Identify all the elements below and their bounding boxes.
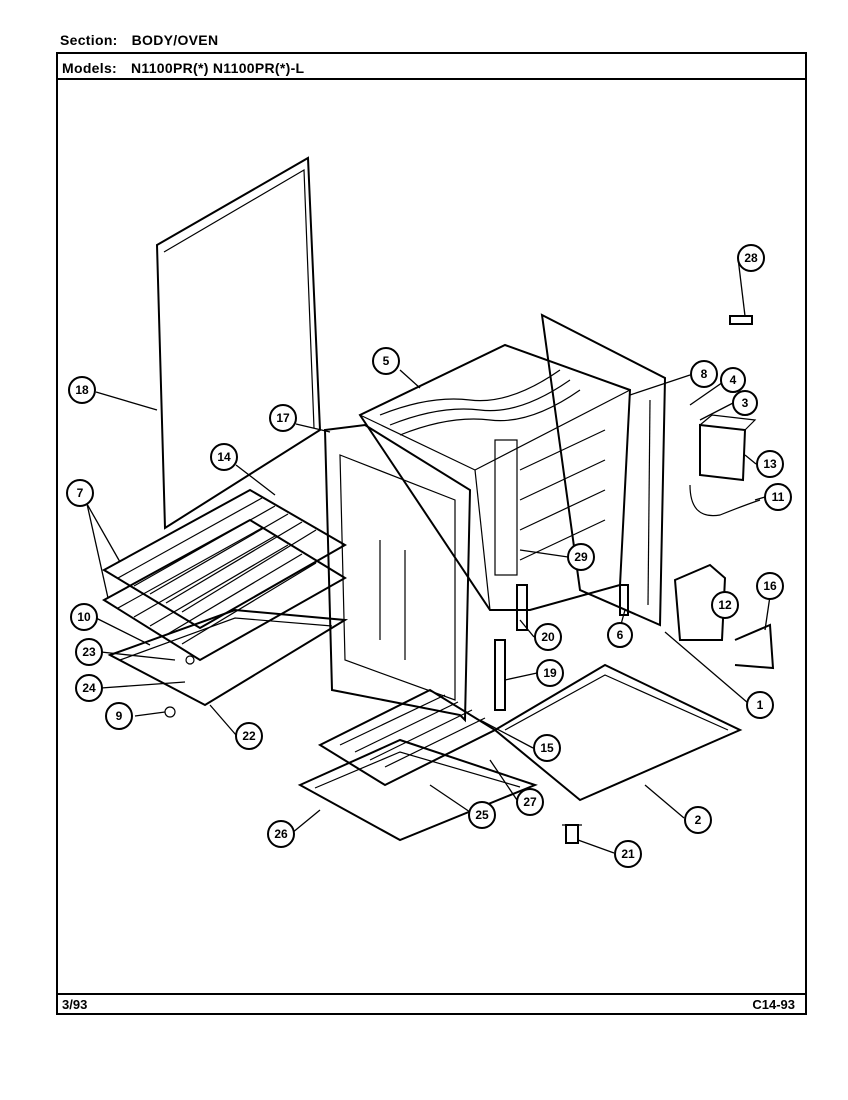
svg-text:1: 1 [757, 698, 764, 712]
section-value: BODY/OVEN [131, 32, 219, 48]
callout-1: 1 [746, 691, 774, 719]
part-clip-small [185, 655, 195, 665]
callout-6: 6 [607, 622, 633, 648]
part-leveling-leg [562, 824, 582, 844]
part-oven-racks [101, 488, 348, 662]
svg-text:14: 14 [217, 450, 231, 464]
svg-text:27: 27 [523, 795, 537, 809]
part-door-panel [155, 156, 322, 530]
callout-12: 12 [711, 591, 739, 619]
part-drawer-pan [107, 608, 349, 707]
callout-25: 25 [468, 801, 496, 829]
svg-text:29: 29 [574, 550, 588, 564]
callout-3: 3 [732, 390, 758, 416]
svg-text:24: 24 [82, 681, 96, 695]
svg-text:3: 3 [742, 396, 749, 410]
footer-date: 3/93 [62, 997, 88, 1012]
svg-text:4: 4 [730, 373, 737, 387]
svg-text:22: 22 [242, 729, 256, 743]
svg-text:15: 15 [540, 741, 554, 755]
models-label: Models: [62, 60, 117, 76]
models-value: N1100PR(*) N1100PR(*)-L [131, 60, 305, 76]
svg-text:26: 26 [274, 827, 288, 841]
part-element-bracket [494, 639, 506, 711]
svg-text:7: 7 [77, 486, 84, 500]
models-line: Models: N1100PR(*) N1100PR(*)-L [62, 60, 304, 76]
svg-text:20: 20 [541, 630, 555, 644]
callout-20: 20 [534, 623, 562, 651]
part-oven-body [358, 343, 632, 611]
footer-code: C14-93 [752, 997, 795, 1012]
callout-8: 8 [690, 360, 718, 388]
svg-text:6: 6 [617, 628, 624, 642]
callout-17: 17 [269, 404, 297, 432]
part-hinge [516, 584, 528, 631]
section-line: Section: BODY/OVEN [60, 32, 218, 48]
diagram-frame: Models: N1100PR(*) N1100PR(*)-L 3/93 C14-… [56, 52, 807, 1015]
callout-15: 15 [533, 734, 561, 762]
svg-text:19: 19 [543, 666, 557, 680]
part-cord [689, 484, 761, 517]
part-front-frame [323, 423, 472, 723]
svg-text:17: 17 [276, 411, 290, 425]
svg-text:23: 23 [82, 645, 96, 659]
callout-18: 18 [68, 376, 96, 404]
callout-27: 27 [516, 788, 544, 816]
svg-text:11: 11 [772, 490, 785, 504]
callout-29: 29 [567, 543, 595, 571]
callout-19: 19 [536, 659, 564, 687]
callout-13: 13 [756, 450, 784, 478]
callout-16: 16 [756, 572, 784, 600]
part-screw [164, 706, 176, 718]
svg-text:5: 5 [383, 354, 390, 368]
callout-5: 5 [372, 347, 400, 375]
svg-text:10: 10 [77, 610, 91, 624]
svg-text:9: 9 [116, 709, 123, 723]
callout-10: 10 [70, 603, 98, 631]
leader-lines [86, 257, 771, 854]
svg-text:18: 18 [75, 383, 89, 397]
svg-text:28: 28 [744, 251, 758, 265]
part-junction-box [699, 414, 757, 482]
callout-23: 23 [75, 638, 103, 666]
callout-9: 9 [105, 702, 133, 730]
svg-text:13: 13 [763, 457, 777, 471]
svg-text:8: 8 [701, 367, 708, 381]
section-label: Section: [60, 32, 118, 48]
callout-2: 2 [684, 806, 712, 834]
callout-22: 22 [235, 722, 263, 750]
footer-divider [58, 993, 805, 995]
part-clip [729, 315, 753, 325]
callout-26: 26 [267, 820, 295, 848]
part-base-frame [493, 663, 743, 802]
callout-24: 24 [75, 674, 103, 702]
svg-text:21: 21 [621, 847, 635, 861]
callout-14: 14 [210, 443, 238, 471]
svg-text:2: 2 [695, 813, 702, 827]
callout-4: 4 [720, 367, 746, 393]
part-broiler-grid [317, 688, 498, 787]
callout-21: 21 [614, 840, 642, 868]
callout-28-top: 28 [737, 244, 765, 272]
header-divider [58, 78, 805, 80]
svg-text:16: 16 [763, 579, 777, 593]
part-broiler-pan [297, 738, 538, 842]
callout-11: 11 [764, 483, 792, 511]
callout-7: 7 [66, 479, 94, 507]
part-bracket [734, 623, 775, 670]
svg-text:12: 12 [718, 598, 732, 612]
part-back-panel [540, 313, 667, 627]
svg-text:25: 25 [475, 808, 489, 822]
